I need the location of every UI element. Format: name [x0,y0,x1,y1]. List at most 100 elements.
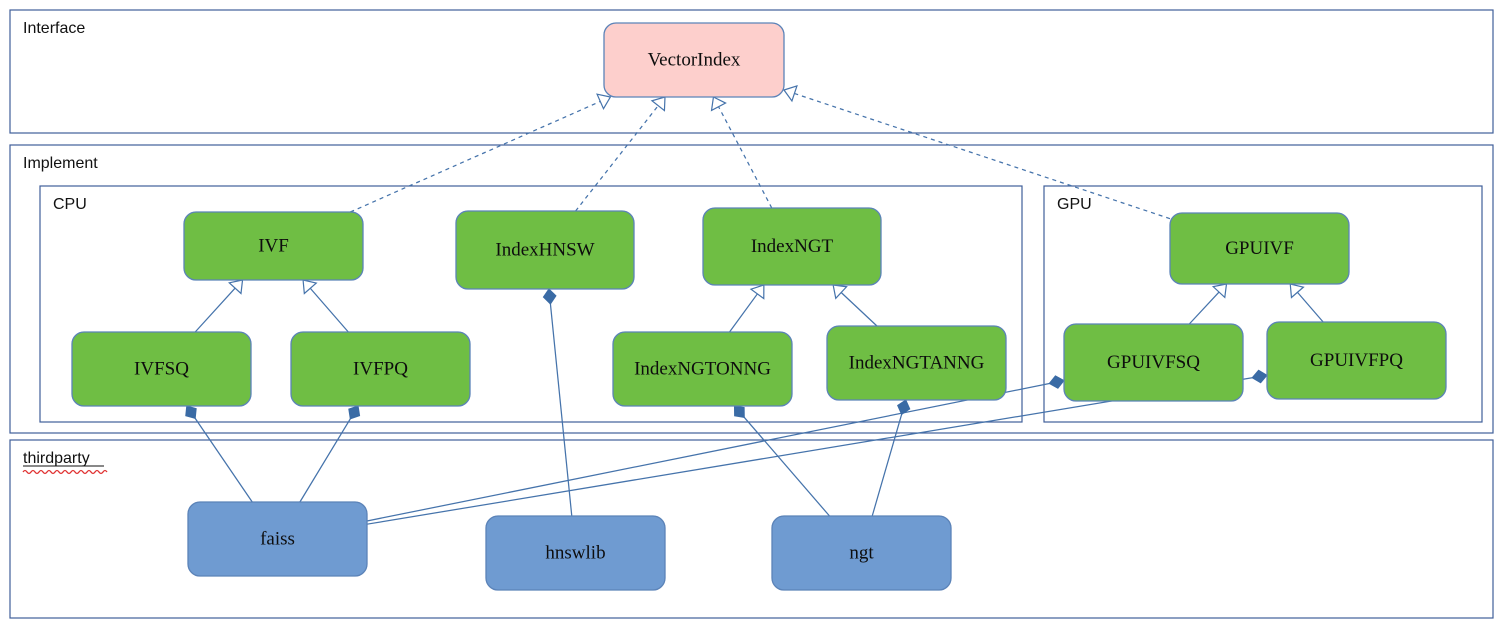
node-indexhnsw[interactable]: IndexHNSW [455,210,635,290]
edge-line-generalization [309,287,349,333]
node-box-ivfpq[interactable] [290,331,471,407]
node-gpuivfsq[interactable]: GPUIVFSQ [1063,323,1244,402]
node-box-indexngt[interactable] [702,207,882,286]
edge-hnswlib-to-indexhnsw [542,288,573,517]
edge-line-composition [871,413,903,517]
edge-faiss-to-gpuivfsq [366,375,1065,522]
edge-line-realization [575,104,660,212]
container-label-thirdparty: thirdparty [23,450,90,467]
node-label-ivf: IVF [258,235,289,256]
edge-faiss-to-gpuivfpq [366,369,1268,525]
node-vectorindex[interactable]: VectorIndex [603,22,785,98]
node-label-vectorindex: VectorIndex [648,49,741,70]
node-label-ivfsq: IVFSQ [134,358,189,379]
hollow-triangle-arrowhead [749,284,765,300]
node-label-indexngtonng: IndexNGTONNG [634,358,771,379]
node-box-gpuivfpq[interactable] [1266,321,1447,400]
container-label-gpu: GPU [1057,196,1092,213]
node-label-faiss: faiss [260,528,295,549]
node-hnswlib[interactable]: hnswlib [485,515,666,591]
filled-diamond-marker [348,405,361,420]
node-box-gpuivf[interactable] [1169,212,1350,285]
edge-indexhnsw-to-vectorindex [575,96,666,212]
node-label-indexhnsw: IndexHNSW [495,239,594,260]
node-ivfsq[interactable]: IVFSQ [71,331,252,407]
node-label-indexngt: IndexNGT [751,236,834,257]
edge-line-composition [194,417,253,503]
edge-gpuivf-to-vectorindex [783,85,1171,220]
node-box-indexhnsw[interactable] [455,210,635,290]
edge-gpuivfpq-to-gpuivf [1289,283,1324,323]
container-label-cpu: CPU [53,196,87,213]
node-label-ngt: ngt [849,542,874,563]
edge-line-generalization [840,291,878,327]
edge-line-realization [350,100,602,213]
node-ivf[interactable]: IVF [183,211,364,281]
hollow-triangle-arrowhead [783,85,798,103]
node-box-vectorindex[interactable] [603,22,785,98]
node-gpuivf[interactable]: GPUIVF [1169,212,1350,285]
node-indexngtonng[interactable]: IndexNGTONNG [612,331,793,407]
filled-diamond-marker [897,399,911,416]
edge-ngt-to-indexngtanng [871,399,911,517]
node-box-faiss[interactable] [187,501,368,577]
edge-ivfsq-to-ivf [194,279,244,333]
edge-ngt-to-indexngtonng [733,405,831,517]
node-label-ivfpq: IVFPQ [353,358,408,379]
edge-faiss-to-ivfpq [299,405,361,503]
filled-diamond-marker [542,288,557,305]
node-label-indexngtanng: IndexNGTANNG [849,352,985,373]
edge-line-realization [793,92,1171,220]
hollow-triangle-arrowhead [650,96,666,112]
node-box-ivf[interactable] [183,211,364,281]
node-box-indexngtanng[interactable] [826,325,1007,401]
node-indexngtanng[interactable]: IndexNGTANNG [826,325,1007,401]
node-box-ngt[interactable] [771,515,952,591]
edge-ivf-to-vectorindex [350,93,612,213]
hollow-triangle-arrowhead [832,284,848,300]
node-gpuivfpq[interactable]: GPUIVFPQ [1266,321,1447,400]
node-label-gpuivfsq: GPUIVFSQ [1107,352,1200,373]
edge-indexngtanng-to-indexngt [832,284,878,327]
node-faiss[interactable]: faiss [187,501,368,577]
edge-line-generalization [729,293,759,333]
edge-line-composition [549,303,573,517]
edge-faiss-to-ivfsq [185,405,253,503]
filled-diamond-marker [185,405,197,420]
node-ivfpq[interactable]: IVFPQ [290,331,471,407]
edge-line-composition [366,382,1051,522]
filled-diamond-marker [1048,375,1065,389]
hollow-triangle-arrowhead [1289,283,1305,299]
hollow-triangle-arrowhead [228,279,244,295]
hollow-triangle-arrowhead [302,279,318,295]
node-ngt[interactable]: ngt [771,515,952,591]
node-box-hnswlib[interactable] [485,515,666,591]
edge-gpuivfsq-to-gpuivf [1188,283,1228,325]
node-box-gpuivfsq[interactable] [1063,323,1244,402]
edge-layer [185,85,1324,525]
node-box-ivfsq[interactable] [71,331,252,407]
hollow-triangle-arrowhead [596,93,612,111]
container-label-interface: Interface [23,20,85,37]
node-box-indexngtonng[interactable] [612,331,793,407]
container-label-implement: Implement [23,155,98,172]
filled-diamond-marker [733,405,745,418]
edge-line-generalization [1296,291,1324,323]
filled-diamond-marker [1251,369,1268,384]
edge-line-realization [717,105,773,209]
spellcheck-squiggle-thirdparty [22,469,108,475]
hollow-triangle-arrowhead [1211,283,1228,299]
node-indexngt[interactable]: IndexNGT [702,207,882,286]
node-label-gpuivfpq: GPUIVFPQ [1310,350,1403,371]
node-label-gpuivf: GPUIVF [1225,238,1294,259]
edge-line-composition [743,416,831,517]
edge-line-composition [366,377,1254,525]
edge-line-composition [299,417,352,503]
edge-line-generalization [1188,291,1220,325]
edge-line-generalization [194,287,236,333]
edge-ivfpq-to-ivf [302,279,349,333]
edge-indexngt-to-vectorindex [710,96,773,209]
